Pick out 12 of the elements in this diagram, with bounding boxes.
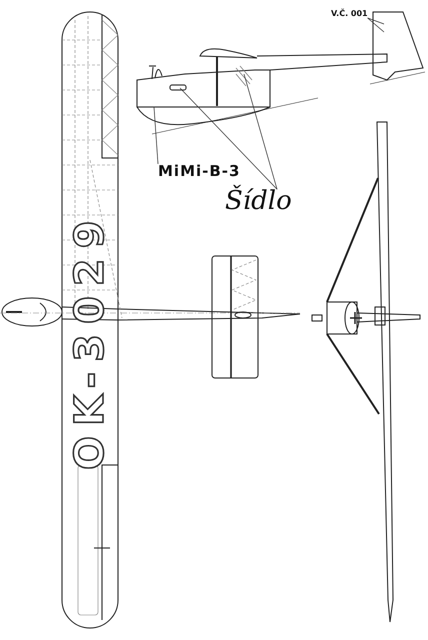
leader-line <box>154 106 158 164</box>
cockpit-window <box>170 84 186 90</box>
tail-fin <box>372 12 424 81</box>
type-label: MiMi-B-3 <box>158 164 240 179</box>
registration-marking: OK-3029 <box>70 211 110 470</box>
leader-line <box>367 18 384 32</box>
wing-strut <box>236 66 252 86</box>
fuselage <box>136 66 270 108</box>
leader-line <box>367 18 384 24</box>
leader-line <box>244 74 278 190</box>
designation-label: V.Č. 001 <box>331 10 368 18</box>
leader-line <box>180 88 278 190</box>
